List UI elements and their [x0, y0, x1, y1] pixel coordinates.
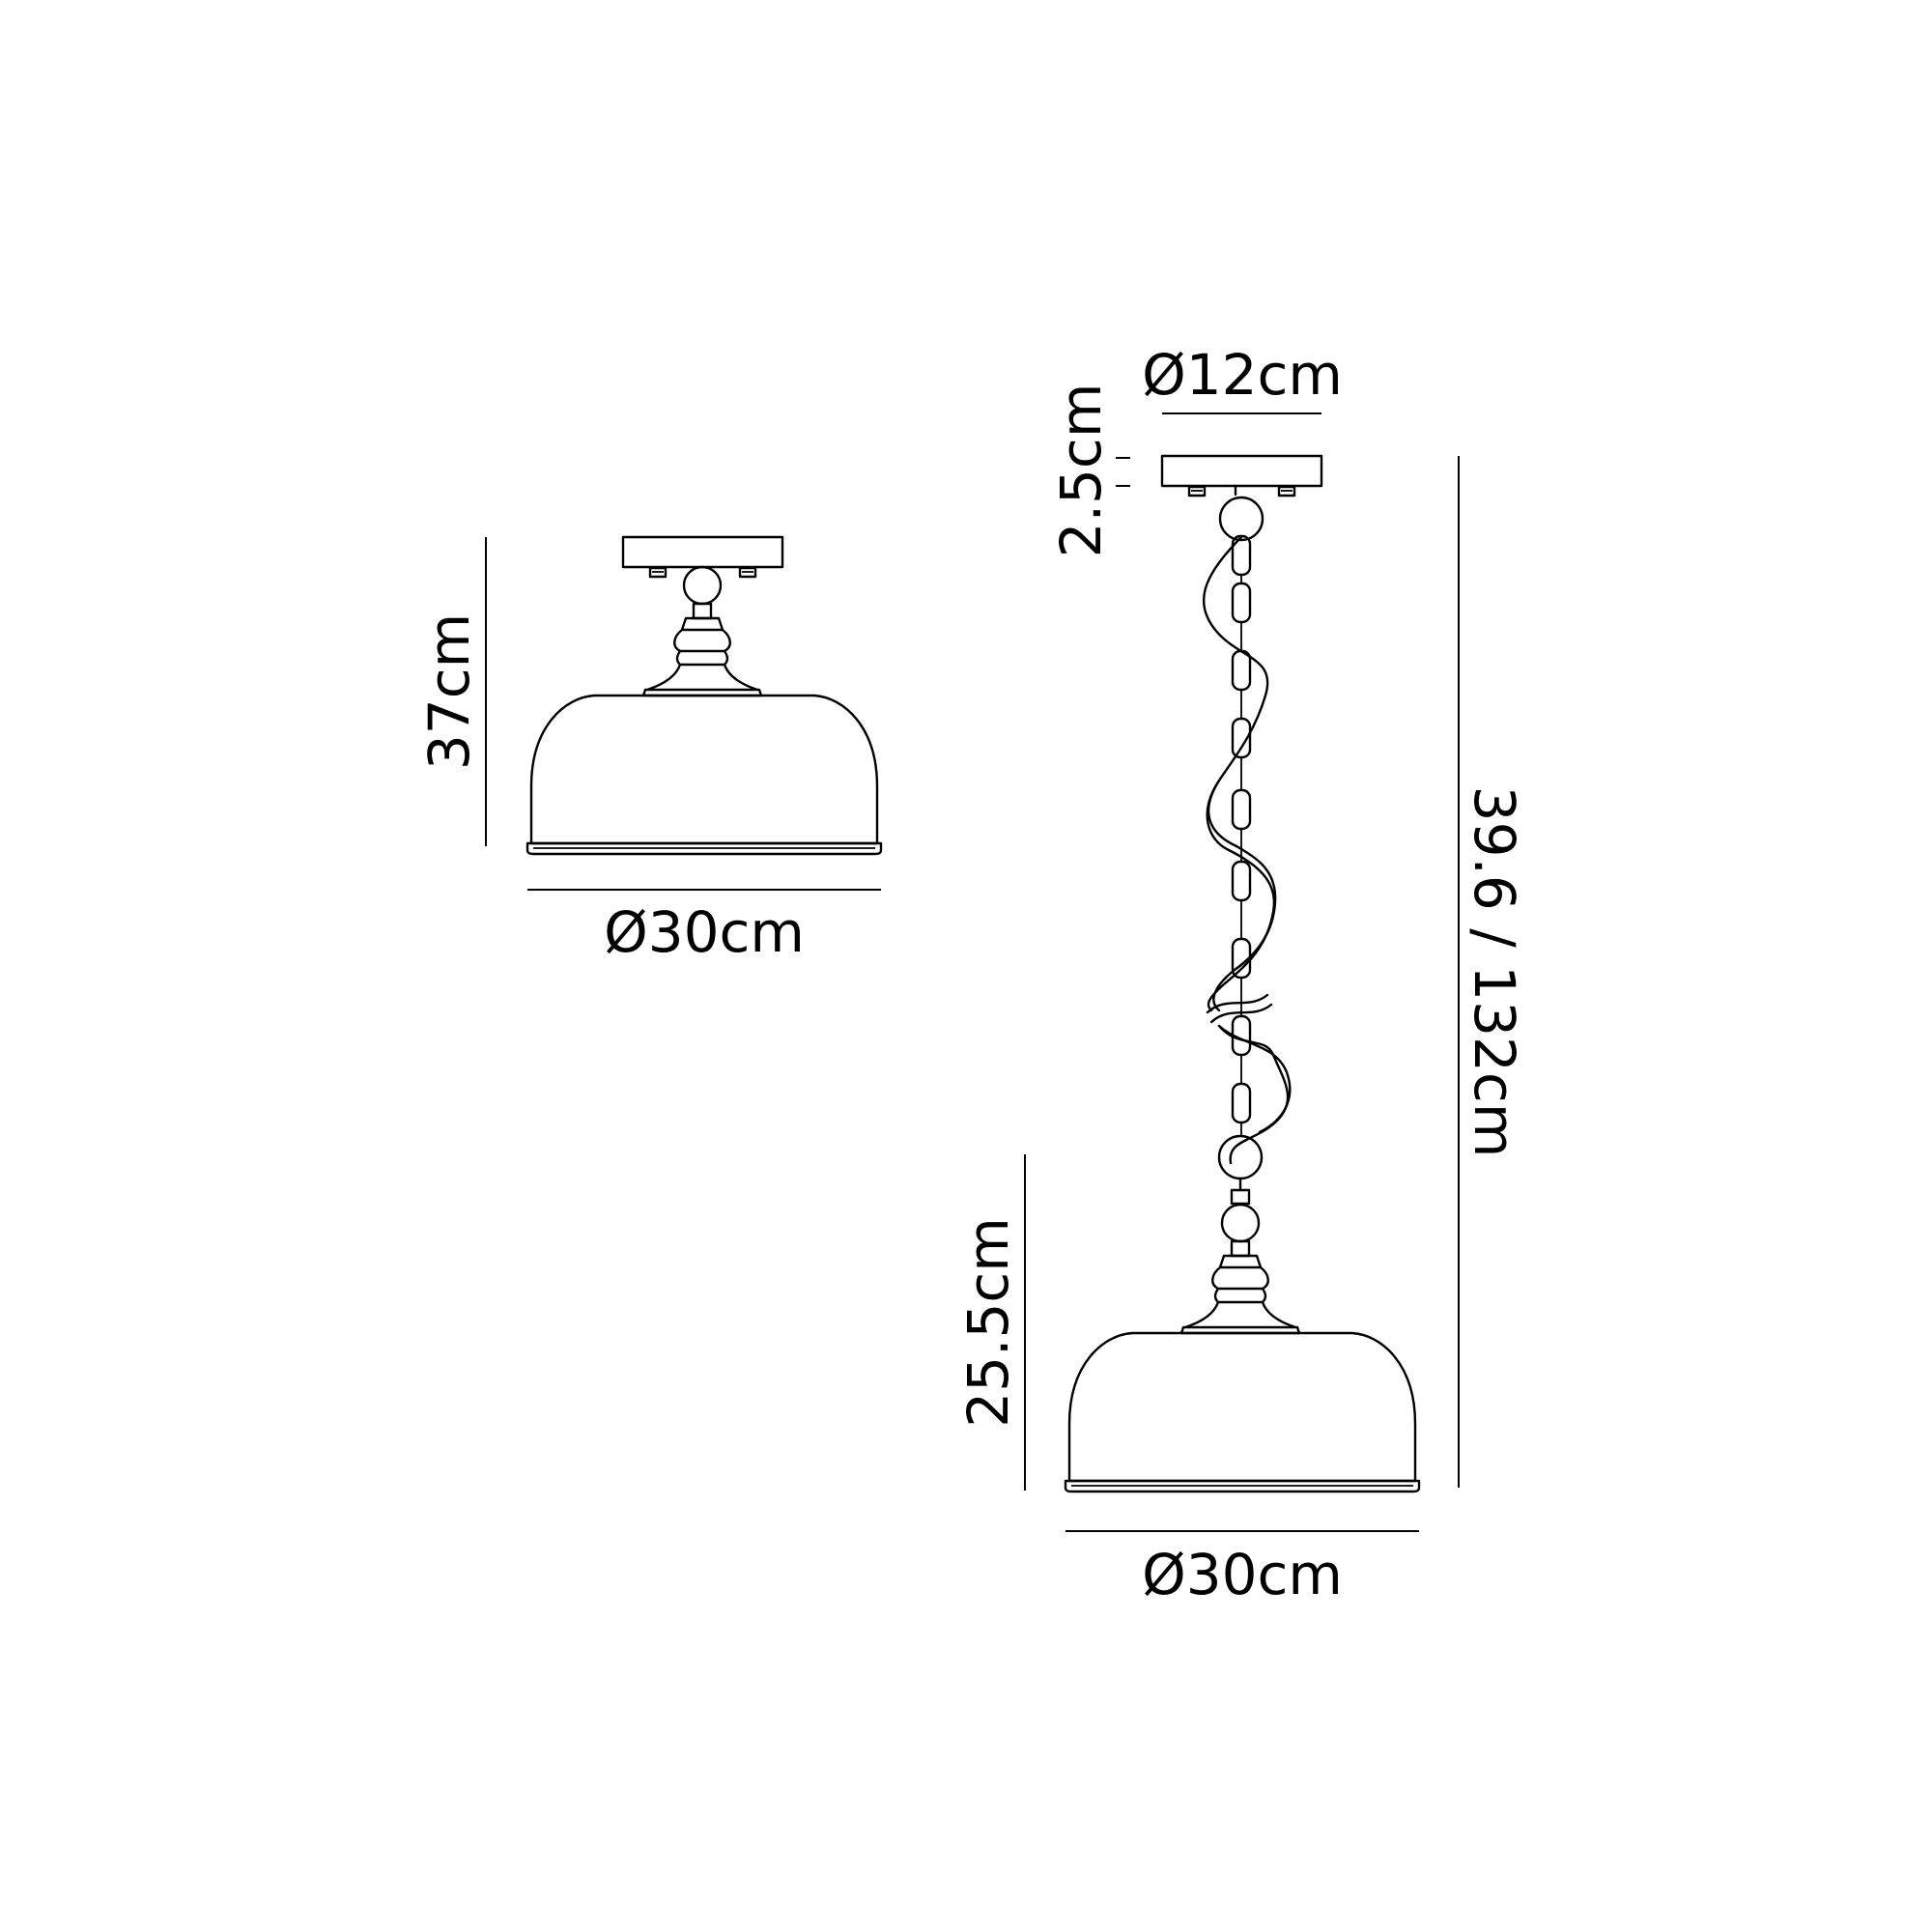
flush-neck	[641, 616, 763, 697]
pendant-shade-height-label: 25.5cm	[955, 1217, 1021, 1428]
flush-shade-dome	[529, 694, 879, 845]
pendant-ball-finial	[1220, 1203, 1261, 1243]
pendant-plate-diameter-label: Ø12cm	[1142, 342, 1343, 408]
flush-height-label: 37cm	[416, 613, 482, 770]
pendant-top-ring	[1218, 496, 1264, 542]
flush-mount-fitting	[526, 535, 883, 856]
pendant-overall-height-label: 39.6 / 132cm	[1462, 786, 1527, 1158]
flush-diameter-label: Ø30cm	[604, 899, 805, 965]
flush-ceiling-plate	[621, 535, 784, 569]
pendant-ceiling-plate	[1160, 454, 1323, 488]
flush-plate-screws	[648, 566, 757, 579]
pendant-chain	[1231, 534, 1252, 1136]
pendant-plate-height-label: 2.5cm	[1048, 384, 1114, 558]
pendant-neck	[1179, 1254, 1301, 1335]
pendant-plate-screws	[1187, 485, 1296, 497]
flush-stem	[692, 602, 713, 620]
pendant-shade-rim	[1064, 1479, 1421, 1493]
flush-ball-finial	[682, 565, 723, 606]
pendant-fitting	[1064, 454, 1421, 1493]
pendant-shade-dome	[1067, 1331, 1417, 1483]
flush-shade-rim	[526, 841, 883, 856]
pendant-shade-diameter-label: Ø30cm	[1142, 1542, 1343, 1607]
